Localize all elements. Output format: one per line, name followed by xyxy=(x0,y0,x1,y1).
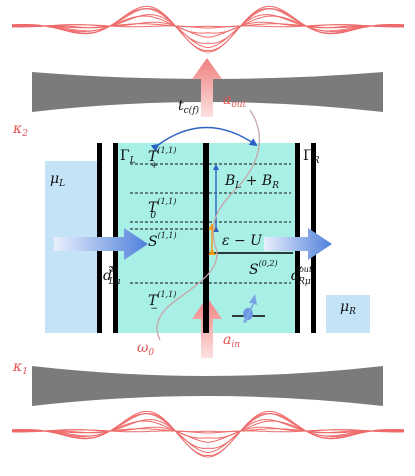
gamma-r-label: ΓR xyxy=(303,148,320,166)
t-zero-label: T(1,1)0 xyxy=(148,197,176,221)
wave-trace xyxy=(12,24,404,29)
wave-trace xyxy=(12,429,404,434)
electron-spin-symbol xyxy=(232,294,265,323)
zeeman-label: BL + BR xyxy=(224,173,279,191)
wave-trace xyxy=(11,8,405,44)
electron-out-arrow xyxy=(264,228,332,260)
tunnel-coupling-label: tc(f) xyxy=(178,98,200,116)
mu-l-label: μL xyxy=(50,171,65,189)
wave-trace xyxy=(12,8,404,53)
right-reservoir xyxy=(326,295,370,333)
wave-trace xyxy=(12,413,404,458)
wave-trace xyxy=(12,419,404,454)
electron-in-arrow xyxy=(54,228,148,260)
photon-mode-line xyxy=(156,109,261,341)
kappa2-label: κ2 xyxy=(12,121,28,139)
a-in-label: ain xyxy=(223,332,240,350)
omega0-label: ω0 xyxy=(137,340,154,358)
kappa1-label: κ1 xyxy=(12,359,28,377)
wave-trace xyxy=(11,413,405,449)
s-11-label: S(1,1) xyxy=(148,231,177,250)
tunnel-coupling-arrow xyxy=(150,126,258,152)
top-cavity-wave xyxy=(11,5,405,53)
wave-trace xyxy=(12,5,404,51)
a-out-label: aout xyxy=(223,92,247,110)
bottom-mirror xyxy=(32,366,383,406)
gamma-l-label: ΓL xyxy=(120,148,136,166)
wave-trace xyxy=(11,15,405,34)
t-plus-label: T(1,1)+ xyxy=(148,146,176,171)
wave-trace xyxy=(12,14,404,49)
mu-r-label: μR xyxy=(340,299,356,317)
wave-trace xyxy=(11,420,405,439)
energy-levels xyxy=(130,163,293,284)
detuning-label: ε − U xyxy=(222,233,263,249)
photon-output-arrow xyxy=(192,58,222,117)
s-02-label: S(0,2) xyxy=(249,259,278,278)
interdot-barrier xyxy=(203,143,209,333)
t-minus-label: T(1,1)− xyxy=(148,290,176,314)
bottom-cavity-wave xyxy=(11,410,405,458)
wave-trace xyxy=(11,428,405,434)
wave-trace xyxy=(11,23,405,29)
wave-trace xyxy=(12,410,404,456)
